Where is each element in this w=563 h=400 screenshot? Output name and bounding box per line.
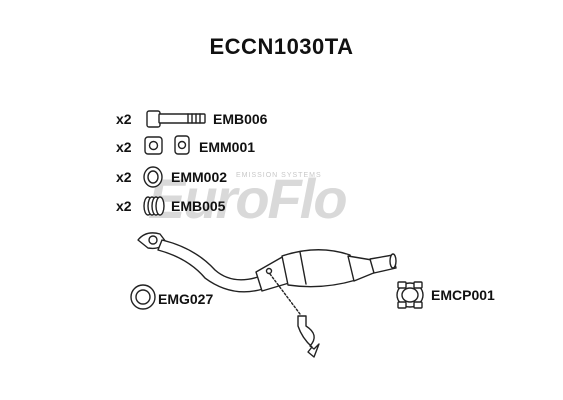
part-code: EMB006 xyxy=(213,111,268,127)
spring-washer-icon xyxy=(143,166,163,188)
nut-icon xyxy=(144,135,190,155)
part-code: EMM001 xyxy=(199,139,256,155)
spring-icon xyxy=(143,196,165,216)
catalytic-converter-assembly xyxy=(137,232,397,358)
pipe-clamp-icon xyxy=(396,281,424,309)
gasket-ring-icon xyxy=(130,284,156,310)
part-qty: x2 xyxy=(116,198,132,214)
clamp-code: EMCP001 xyxy=(431,287,495,303)
part-qty: x2 xyxy=(116,139,132,155)
euroflo-watermark: EuroFlo xyxy=(148,167,348,230)
part-qty: x2 xyxy=(116,111,132,127)
page-title: ECCN1030TA xyxy=(209,34,354,59)
part-code: EMM002 xyxy=(171,169,228,185)
gasket-code: EMG027 xyxy=(158,291,214,307)
part-code: EMB005 xyxy=(171,198,226,214)
part-qty: x2 xyxy=(116,169,132,185)
watermark-tagline: EMISSION SYSTEMS xyxy=(236,172,322,179)
bolt-icon xyxy=(146,110,206,128)
